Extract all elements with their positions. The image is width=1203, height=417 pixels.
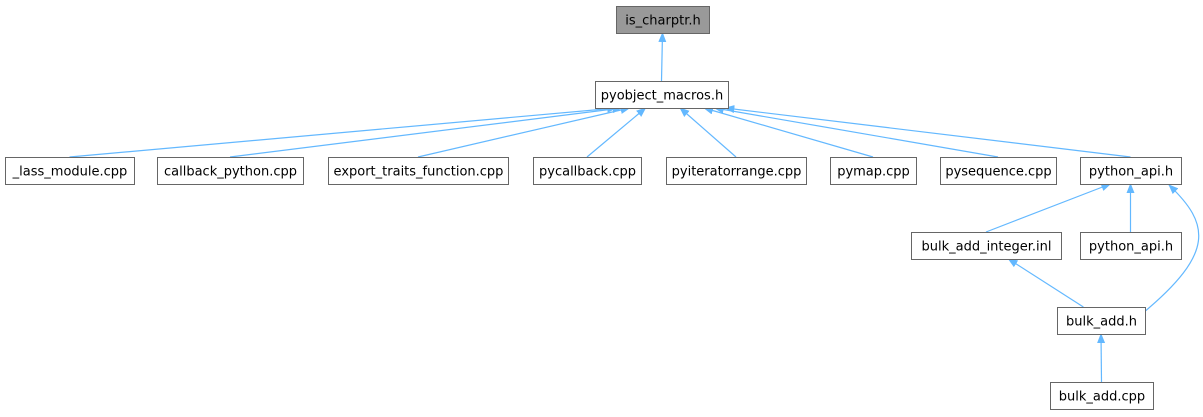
- node-bulk-add-h[interactable]: bulk_add.h: [1057, 307, 1146, 335]
- edge-bulk_add_h-to-bulk_add_integer: [1007, 258, 1084, 308]
- edge-lass_module-to-pyobject_macros: [69, 104, 618, 158]
- node-label: is_charptr.h: [625, 14, 700, 29]
- node-label: pyobject_macros.h: [601, 89, 723, 104]
- node-box: [616, 6, 710, 34]
- node-label: export_traits_function.cpp: [334, 165, 504, 180]
- node-is-charptr: is_charptr.h: [616, 6, 710, 34]
- node-pyiteratorrange[interactable]: pyiteratorrange.cpp: [666, 157, 807, 185]
- edge-bulk_add_cpp-to-bulk_add_h: [1097, 333, 1106, 383]
- edge-bulk_add_h-to-python_api: [1142, 184, 1200, 314]
- edge-pyiteratorrange-to-pyobject_macros: [679, 107, 737, 158]
- node-export-traits-function[interactable]: export_traits_function.cpp: [328, 157, 509, 185]
- node-lass-module[interactable]: _lass_module.cpp: [5, 157, 135, 185]
- node-box[interactable]: [328, 157, 509, 185]
- node-pysequence[interactable]: pysequence.cpp: [940, 157, 1057, 185]
- node-label: pymap.cpp: [837, 165, 910, 180]
- edge-python_api-to-pyobject_macros: [724, 105, 1131, 158]
- edge-bulk_add_integer-to-python_api: [985, 183, 1112, 233]
- node-box[interactable]: [5, 157, 135, 185]
- node-box[interactable]: [830, 157, 917, 185]
- node-label: python_api.h: [1089, 165, 1173, 180]
- node-box[interactable]: [911, 232, 1062, 260]
- edge-export_traits_function-to-pyobject_macros: [417, 106, 631, 158]
- node-pycallback[interactable]: pycallback.cpp: [533, 157, 642, 185]
- node-bulk-add-integer[interactable]: bulk_add_integer.inl: [911, 232, 1062, 260]
- node-label: bulk_add.h: [1066, 315, 1137, 330]
- node-box[interactable]: [666, 157, 807, 185]
- node-label: _lass_module.cpp: [12, 165, 128, 180]
- edge-pymap-to-pyobject_macros: [703, 106, 874, 158]
- node-bulk-add-cpp[interactable]: bulk_add.cpp: [1050, 382, 1154, 410]
- node-box[interactable]: [533, 157, 642, 185]
- node-box[interactable]: [1080, 157, 1182, 185]
- node-python-api-2[interactable]: python_api.h: [1080, 232, 1182, 260]
- node-box[interactable]: [595, 81, 729, 109]
- node-box[interactable]: [940, 157, 1057, 185]
- edge-pycallback-to-pyobject_macros: [586, 107, 647, 158]
- node-python-api[interactable]: python_api.h: [1080, 157, 1182, 185]
- node-label: pycallback.cpp: [539, 165, 636, 180]
- node-label: bulk_add.cpp: [1059, 390, 1145, 405]
- node-label: pyiteratorrange.cpp: [672, 165, 802, 180]
- node-label: callback_python.cpp: [164, 165, 297, 180]
- edge-callback_python-to-pyobject_macros: [229, 105, 623, 158]
- nodes-layer: is_charptr.h pyobject_macros.h _lass_modul…: [5, 6, 1182, 410]
- node-pymap[interactable]: pymap.cpp: [830, 157, 917, 185]
- edge-pyobject_macros-to-is_charptr: [658, 32, 667, 82]
- node-box[interactable]: [1057, 307, 1146, 335]
- node-label: python_api.h: [1089, 240, 1173, 255]
- node-box[interactable]: [1080, 232, 1182, 260]
- node-pyobject-macros[interactable]: pyobject_macros.h: [595, 81, 729, 109]
- node-box[interactable]: [157, 157, 304, 185]
- node-label: pysequence.cpp: [945, 165, 1051, 180]
- node-box[interactable]: [1050, 382, 1154, 410]
- edge-pysequence-to-pyobject_macros: [713, 105, 999, 158]
- edges-layer: [69, 32, 1200, 383]
- node-callback-python[interactable]: callback_python.cpp: [157, 157, 304, 185]
- node-label: bulk_add_integer.inl: [921, 240, 1051, 255]
